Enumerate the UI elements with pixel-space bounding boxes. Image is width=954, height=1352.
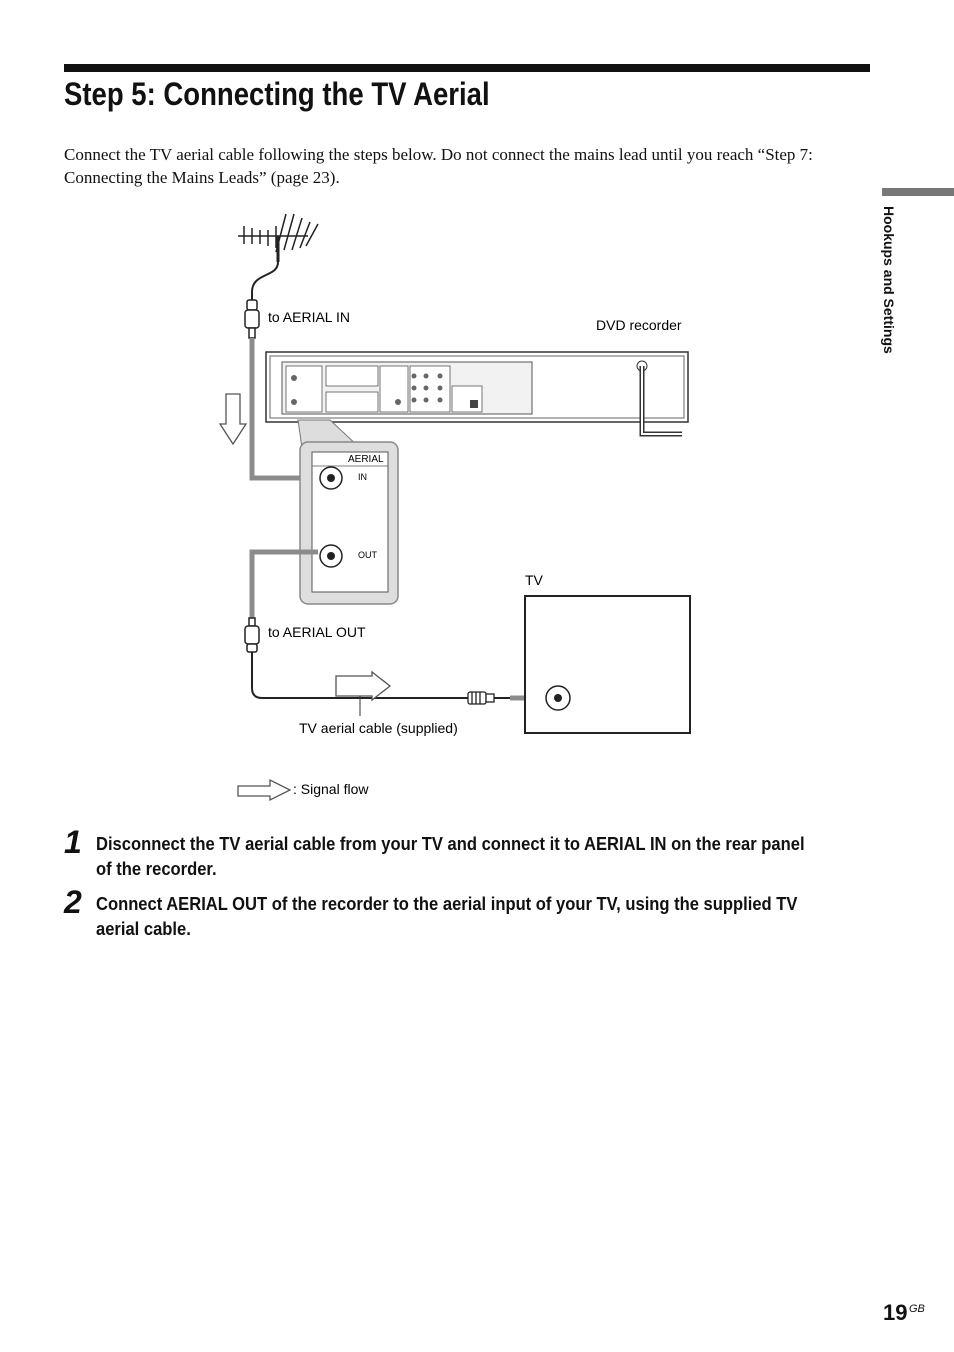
step-1-text: Disconnect the TV aerial cable from your…: [96, 834, 805, 879]
step-2-number: 2: [64, 884, 82, 920]
signal-flow-arrow-right: [335, 670, 392, 702]
label-aerial-out-jack: OUT: [358, 550, 378, 560]
signal-flow-arrow-down: [218, 393, 248, 446]
section-tab-label: Hookups and Settings: [881, 206, 897, 354]
legend-signal-flow: : Signal flow: [293, 781, 369, 797]
heading-rule: [64, 64, 870, 72]
signal-line-out: [249, 549, 318, 618]
antenna-cable: [251, 261, 279, 300]
legend-arrow-icon: [237, 778, 292, 802]
label-aerial-in-jack: IN: [358, 472, 367, 482]
label-to-aerial-in: to AERIAL IN: [268, 309, 350, 325]
intro-paragraph: Connect the TV aerial cable following th…: [64, 145, 813, 187]
page-number: 19: [883, 1300, 908, 1325]
aerial-plug-icon: [244, 299, 260, 339]
step-1-number: 1: [64, 824, 82, 860]
tv-icon: [524, 595, 691, 734]
label-dvd-recorder: DVD recorder: [596, 317, 682, 333]
label-aerial-panel: AERIAL: [348, 454, 384, 465]
section-tab-bar: [882, 188, 954, 196]
antenna-icon: [238, 213, 319, 262]
label-tv-aerial-cable: TV aerial cable (supplied): [299, 720, 458, 736]
label-tv: TV: [525, 572, 544, 588]
page-number-suffix: GB: [909, 1303, 925, 1315]
step-2-text: Connect AERIAL OUT of the recorder to th…: [96, 894, 798, 939]
tv-aerial-cable: [251, 652, 470, 699]
aerial-out-plug-icon: [244, 617, 260, 653]
aerial-panel-zoom: [297, 419, 399, 605]
dvd-recorder-rear-icon: [265, 351, 689, 423]
label-to-aerial-out: to AERIAL OUT: [268, 624, 366, 640]
signal-line-in: [249, 338, 316, 481]
connection-diagram: to AERIAL IN: [218, 213, 691, 802]
tv-plug-icon: [467, 691, 495, 705]
page-title: Step 5: Connecting the TV Aerial: [64, 76, 490, 112]
